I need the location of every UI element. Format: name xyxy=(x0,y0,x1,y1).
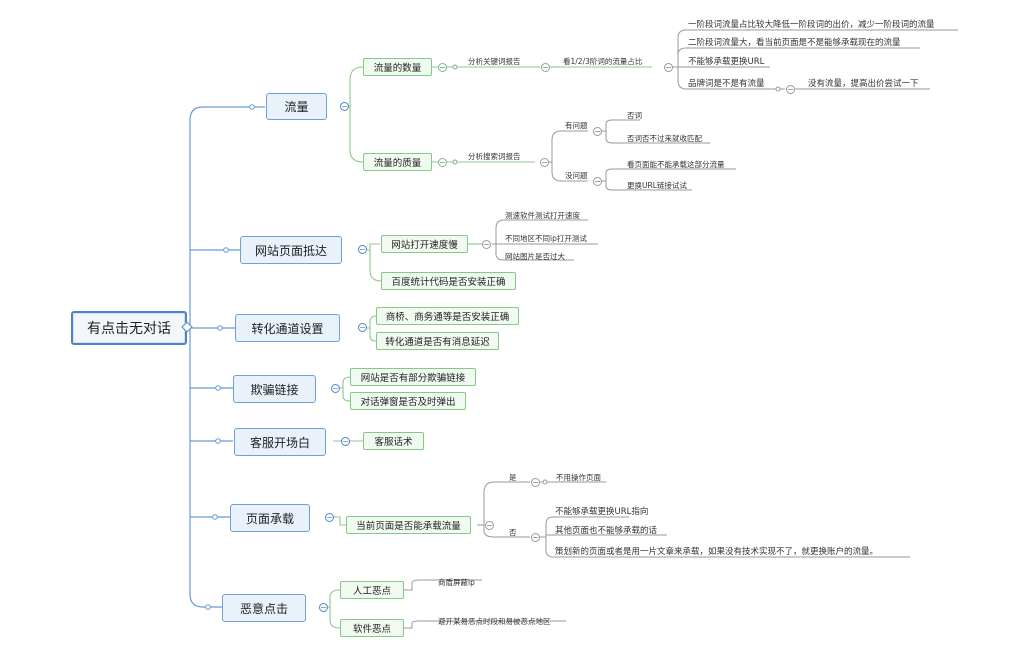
collapse-quantity-report-icon[interactable]: − xyxy=(541,62,550,72)
collapse-malicious-icon[interactable]: − xyxy=(319,602,328,612)
collapse-reach-icon[interactable]: − xyxy=(358,244,367,254)
collapse-quantity-icon[interactable]: − xyxy=(438,62,447,72)
landing-no-item-2: 其他页面也不能够承载的话 xyxy=(555,526,658,536)
topic-malicious-software[interactable]: 软件恶点 xyxy=(340,619,404,637)
quality-noproblem-item-2: 更换URL链接试试 xyxy=(627,181,687,190)
fraud-item-1-label: 网站是否有部分欺骗链接 xyxy=(360,373,466,384)
collapse-landing-icon[interactable]: − xyxy=(325,512,334,522)
collapse-landing-question-icon[interactable]: − xyxy=(485,520,494,530)
collapse-speed-icon[interactable]: − xyxy=(482,239,491,249)
quality-report-label: 分析搜索词报告 xyxy=(468,152,521,161)
topic-fraud[interactable]: 欺骗链接 xyxy=(233,375,316,403)
root-topic[interactable]: 有点击无对话 xyxy=(71,311,187,345)
topic-malicious-manual-label: 人工恶点 xyxy=(352,586,391,597)
speed-item-1: 测速软件测试打开速度 xyxy=(505,211,580,220)
channel-item-1[interactable]: 商桥、商务通等是否安装正确 xyxy=(376,307,519,325)
collapse-landing-no-icon[interactable]: − xyxy=(531,532,540,542)
topic-traffic-quality-label: 流量的质量 xyxy=(373,158,422,169)
topic-traffic-quality[interactable]: 流量的质量 xyxy=(363,153,432,171)
quality-noproblem-label: 没问题 xyxy=(565,171,588,180)
malicious-manual-item-1: 商盾屏蔽ip xyxy=(438,578,475,587)
opening-item-1[interactable]: 客服话术 xyxy=(363,432,424,450)
topic-landing-label: 页面承载 xyxy=(245,511,294,526)
topic-reach-stats[interactable]: 百度统计代码是否安装正确 xyxy=(381,272,516,290)
speed-item-3: 网站图片是否过大 xyxy=(505,252,565,261)
topic-traffic[interactable]: 流量 xyxy=(266,93,327,120)
quantity-item-1: 一阶段词流量占比较大降低一阶段词的出价，减少一阶段词的流量 xyxy=(688,20,935,30)
quantity-ratio-label: 看1/2/3阶词的流量占比 xyxy=(563,57,643,66)
collapse-quality-icon[interactable]: − xyxy=(438,157,447,167)
collapse-channel-icon[interactable]: − xyxy=(358,322,367,332)
landing-no-label: 否 xyxy=(509,528,517,537)
quantity-item-4: 品牌词是不是有流量 xyxy=(688,79,765,89)
fraud-item-2[interactable]: 对话弹窗是否及时弹出 xyxy=(350,392,466,410)
malicious-software-item-1: 避开某易恶点时段和易被恶点地区 xyxy=(438,617,551,626)
collapse-opening-icon[interactable]: − xyxy=(341,436,350,446)
quality-problem-item-1: 否词 xyxy=(627,111,642,120)
topic-landing-question-label: 当前页面是否能承载流量 xyxy=(356,521,461,532)
topic-opening-label: 客服开场白 xyxy=(249,435,310,450)
quality-problem-item-2: 否词否不过来就收匹配 xyxy=(627,134,702,143)
landing-yes-label: 是 xyxy=(509,473,517,482)
topic-malicious-label: 恶意点击 xyxy=(239,601,288,616)
topic-malicious[interactable]: 恶意点击 xyxy=(222,594,306,622)
collapse-traffic-icon[interactable]: − xyxy=(340,101,349,111)
quantity-item-2: 二阶段词流量大，看当前页面是不是能够承载现在的流量 xyxy=(688,38,901,48)
fraud-item-1[interactable]: 网站是否有部分欺骗链接 xyxy=(350,368,476,386)
topic-reach-speed-label: 网站打开速度慢 xyxy=(391,240,458,251)
quality-noproblem-item-1: 看页面能不能承载这部分流量 xyxy=(627,160,725,169)
quantity-brand-fix: 没有流量，提高出价尝试一下 xyxy=(808,79,919,89)
landing-yes-item-1: 不用操作页面 xyxy=(556,473,601,482)
topic-traffic-quantity-label: 流量的数量 xyxy=(373,63,422,74)
collapse-landing-yes-icon[interactable]: − xyxy=(531,477,540,487)
topic-channel-label: 转化通道设置 xyxy=(251,321,324,336)
topic-channel[interactable]: 转化通道设置 xyxy=(235,314,340,342)
channel-item-2[interactable]: 转化通道是否有消息延迟 xyxy=(376,332,499,350)
landing-no-item-3: 策划新的页面或者是用一片文章来承载，如果没有技术实现不了，就更换账户的流量。 xyxy=(555,547,879,557)
collapse-quality-report-icon[interactable]: − xyxy=(540,157,549,167)
topic-reach-stats-label: 百度统计代码是否安装正确 xyxy=(391,277,506,288)
collapse-fraud-icon[interactable]: − xyxy=(331,383,340,393)
landing-no-item-1: 不能够承载更换URL指向 xyxy=(555,507,649,517)
root-topic-label: 有点击无对话 xyxy=(87,321,171,337)
topic-opening[interactable]: 客服开场白 xyxy=(234,428,326,456)
channel-item-1-label: 商桥、商务通等是否安装正确 xyxy=(385,312,510,323)
collapse-quantity-ratio-icon[interactable]: − xyxy=(664,62,673,72)
topic-landing-question[interactable]: 当前页面是否能承载流量 xyxy=(346,516,471,534)
opening-item-1-label: 客服话术 xyxy=(374,437,413,448)
collapse-noproblem-icon[interactable]: − xyxy=(593,176,602,186)
topic-traffic-quantity[interactable]: 流量的数量 xyxy=(363,58,432,76)
collapse-brand-icon[interactable]: − xyxy=(786,84,795,94)
topic-reach-label: 网站页面抵达 xyxy=(254,243,327,258)
topic-reach[interactable]: 网站页面抵达 xyxy=(240,236,342,264)
topic-malicious-software-label: 软件恶点 xyxy=(352,624,391,635)
topic-landing[interactable]: 页面承载 xyxy=(230,504,310,532)
quantity-report-label: 分析关键词报告 xyxy=(468,57,521,66)
fraud-item-2-label: 对话弹窗是否及时弹出 xyxy=(360,397,456,408)
channel-item-2-label: 转化通道是否有消息延迟 xyxy=(385,337,490,348)
quality-problem-label: 有问题 xyxy=(565,121,588,130)
topic-traffic-label: 流量 xyxy=(284,100,309,114)
topic-reach-speed[interactable]: 网站打开速度慢 xyxy=(381,235,468,253)
topic-fraud-label: 欺骗链接 xyxy=(250,382,299,397)
collapse-problem-icon[interactable]: − xyxy=(593,126,602,136)
quantity-item-3: 不能够承载更换URL xyxy=(688,57,765,67)
speed-item-2: 不同地区不同ip打开测试 xyxy=(505,234,587,243)
topic-malicious-manual[interactable]: 人工恶点 xyxy=(340,581,404,599)
